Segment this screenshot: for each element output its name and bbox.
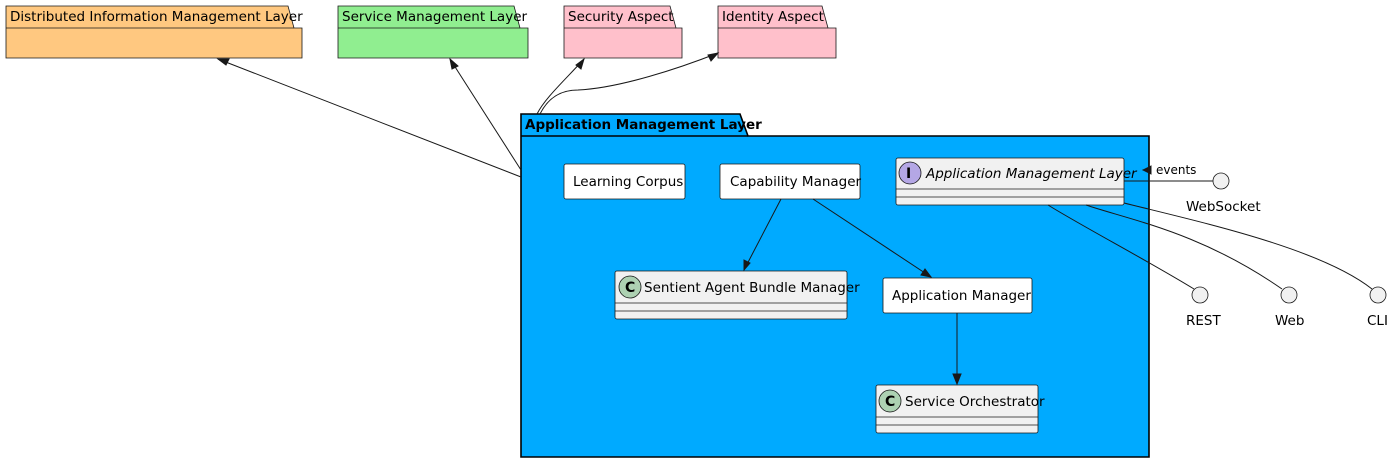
- direction-arrow-icon: [1141, 165, 1152, 175]
- web-interface-icon: [1280, 286, 1298, 304]
- arrow-head: [449, 57, 459, 70]
- class-sentient-agent-bundle-manager: C Sentient Agent Bundle Manager: [614, 270, 860, 320]
- package-title: Security Aspect: [568, 9, 674, 25]
- package-identity-aspect: Identity Aspect: [717, 5, 837, 59]
- component-capability-manager: Capability Manager: [719, 163, 862, 200]
- interface-label-rest: REST: [1186, 313, 1221, 329]
- class-name: Service Orchestrator: [905, 394, 1045, 410]
- arrow-head: [952, 373, 962, 386]
- component-application-manager: Application Manager: [882, 277, 1033, 314]
- interface-label-cli: CLI: [1367, 313, 1388, 329]
- dependency-edges: [216, 52, 720, 178]
- package-title: Service Management Layer: [342, 9, 527, 25]
- interface-application-management-layer: I Application Management Layer: [895, 157, 1138, 206]
- arrow-head: [920, 268, 933, 278]
- component-label: Learning Corpus: [573, 174, 683, 190]
- edge-label-events: events: [1156, 163, 1196, 177]
- interface-lollipops: events WebSocket REST Web CLI: [1047, 163, 1388, 329]
- stereotype-letter: C: [625, 280, 635, 296]
- class-name: Sentient Agent Bundle Manager: [644, 280, 860, 296]
- component-label: Application Manager: [892, 288, 1031, 304]
- package-title: Identity Aspect: [722, 9, 824, 25]
- arrow-head: [743, 259, 751, 272]
- arrow-head: [707, 52, 720, 62]
- rest-interface-icon: [1191, 286, 1209, 304]
- interface-stereotype-icon: [898, 161, 922, 185]
- package-service-management-layer: Service Management Layer: [337, 5, 529, 59]
- package-title: Application Management Layer: [525, 117, 762, 133]
- interface-label-web: Web: [1275, 313, 1304, 329]
- websocket-interface-icon: [1212, 172, 1230, 190]
- stereotype-letter: C: [885, 394, 895, 410]
- arrow-head: [575, 57, 585, 70]
- interface-label-websocket: WebSocket: [1186, 199, 1261, 215]
- class-service-orchestrator: C Service Orchestrator: [875, 384, 1045, 434]
- package-distributed-information-management-layer: Distributed Information Management Layer: [5, 5, 303, 59]
- internal-edges: [743, 198, 962, 386]
- class-stereotype-icon: [618, 275, 642, 299]
- stereotype-letter: I: [906, 166, 911, 182]
- package-security-aspect: Security Aspect: [563, 5, 683, 59]
- component-learning-corpus: Learning Corpus: [563, 163, 686, 200]
- class-stereotype-icon: [878, 389, 902, 413]
- arrow-head: [216, 58, 230, 66]
- component-label: Capability Manager: [730, 174, 862, 190]
- package-title: Distributed Information Management Layer: [10, 9, 303, 25]
- class-name: Application Management Layer: [925, 166, 1138, 182]
- cli-interface-icon: [1369, 286, 1387, 304]
